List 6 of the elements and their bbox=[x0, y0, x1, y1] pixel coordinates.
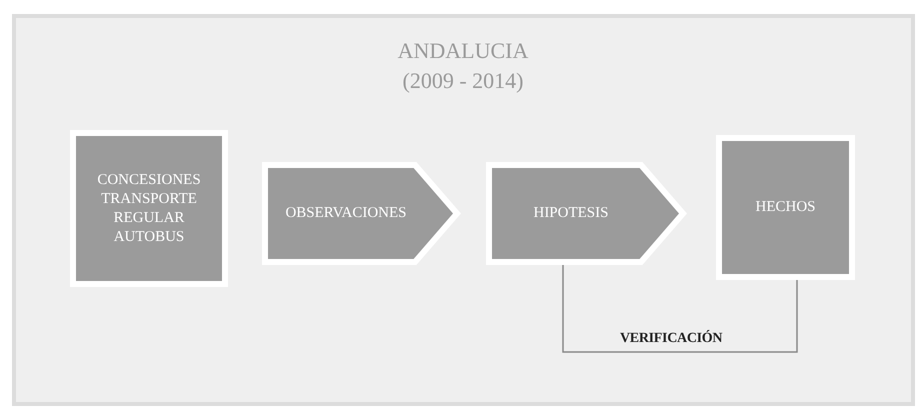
node-text: HECHOS bbox=[754, 198, 816, 217]
diagram-title: ANDALUCIA (2009 - 2014) bbox=[396, 37, 530, 95]
node-text: HIPOTESIS bbox=[532, 204, 610, 223]
node-text: CONCESIONES TRANSPORTE REGULAR AUTOBUS bbox=[96, 170, 202, 246]
node-text: OBSERVACIONES bbox=[284, 204, 408, 223]
connector-line bbox=[562, 265, 798, 353]
